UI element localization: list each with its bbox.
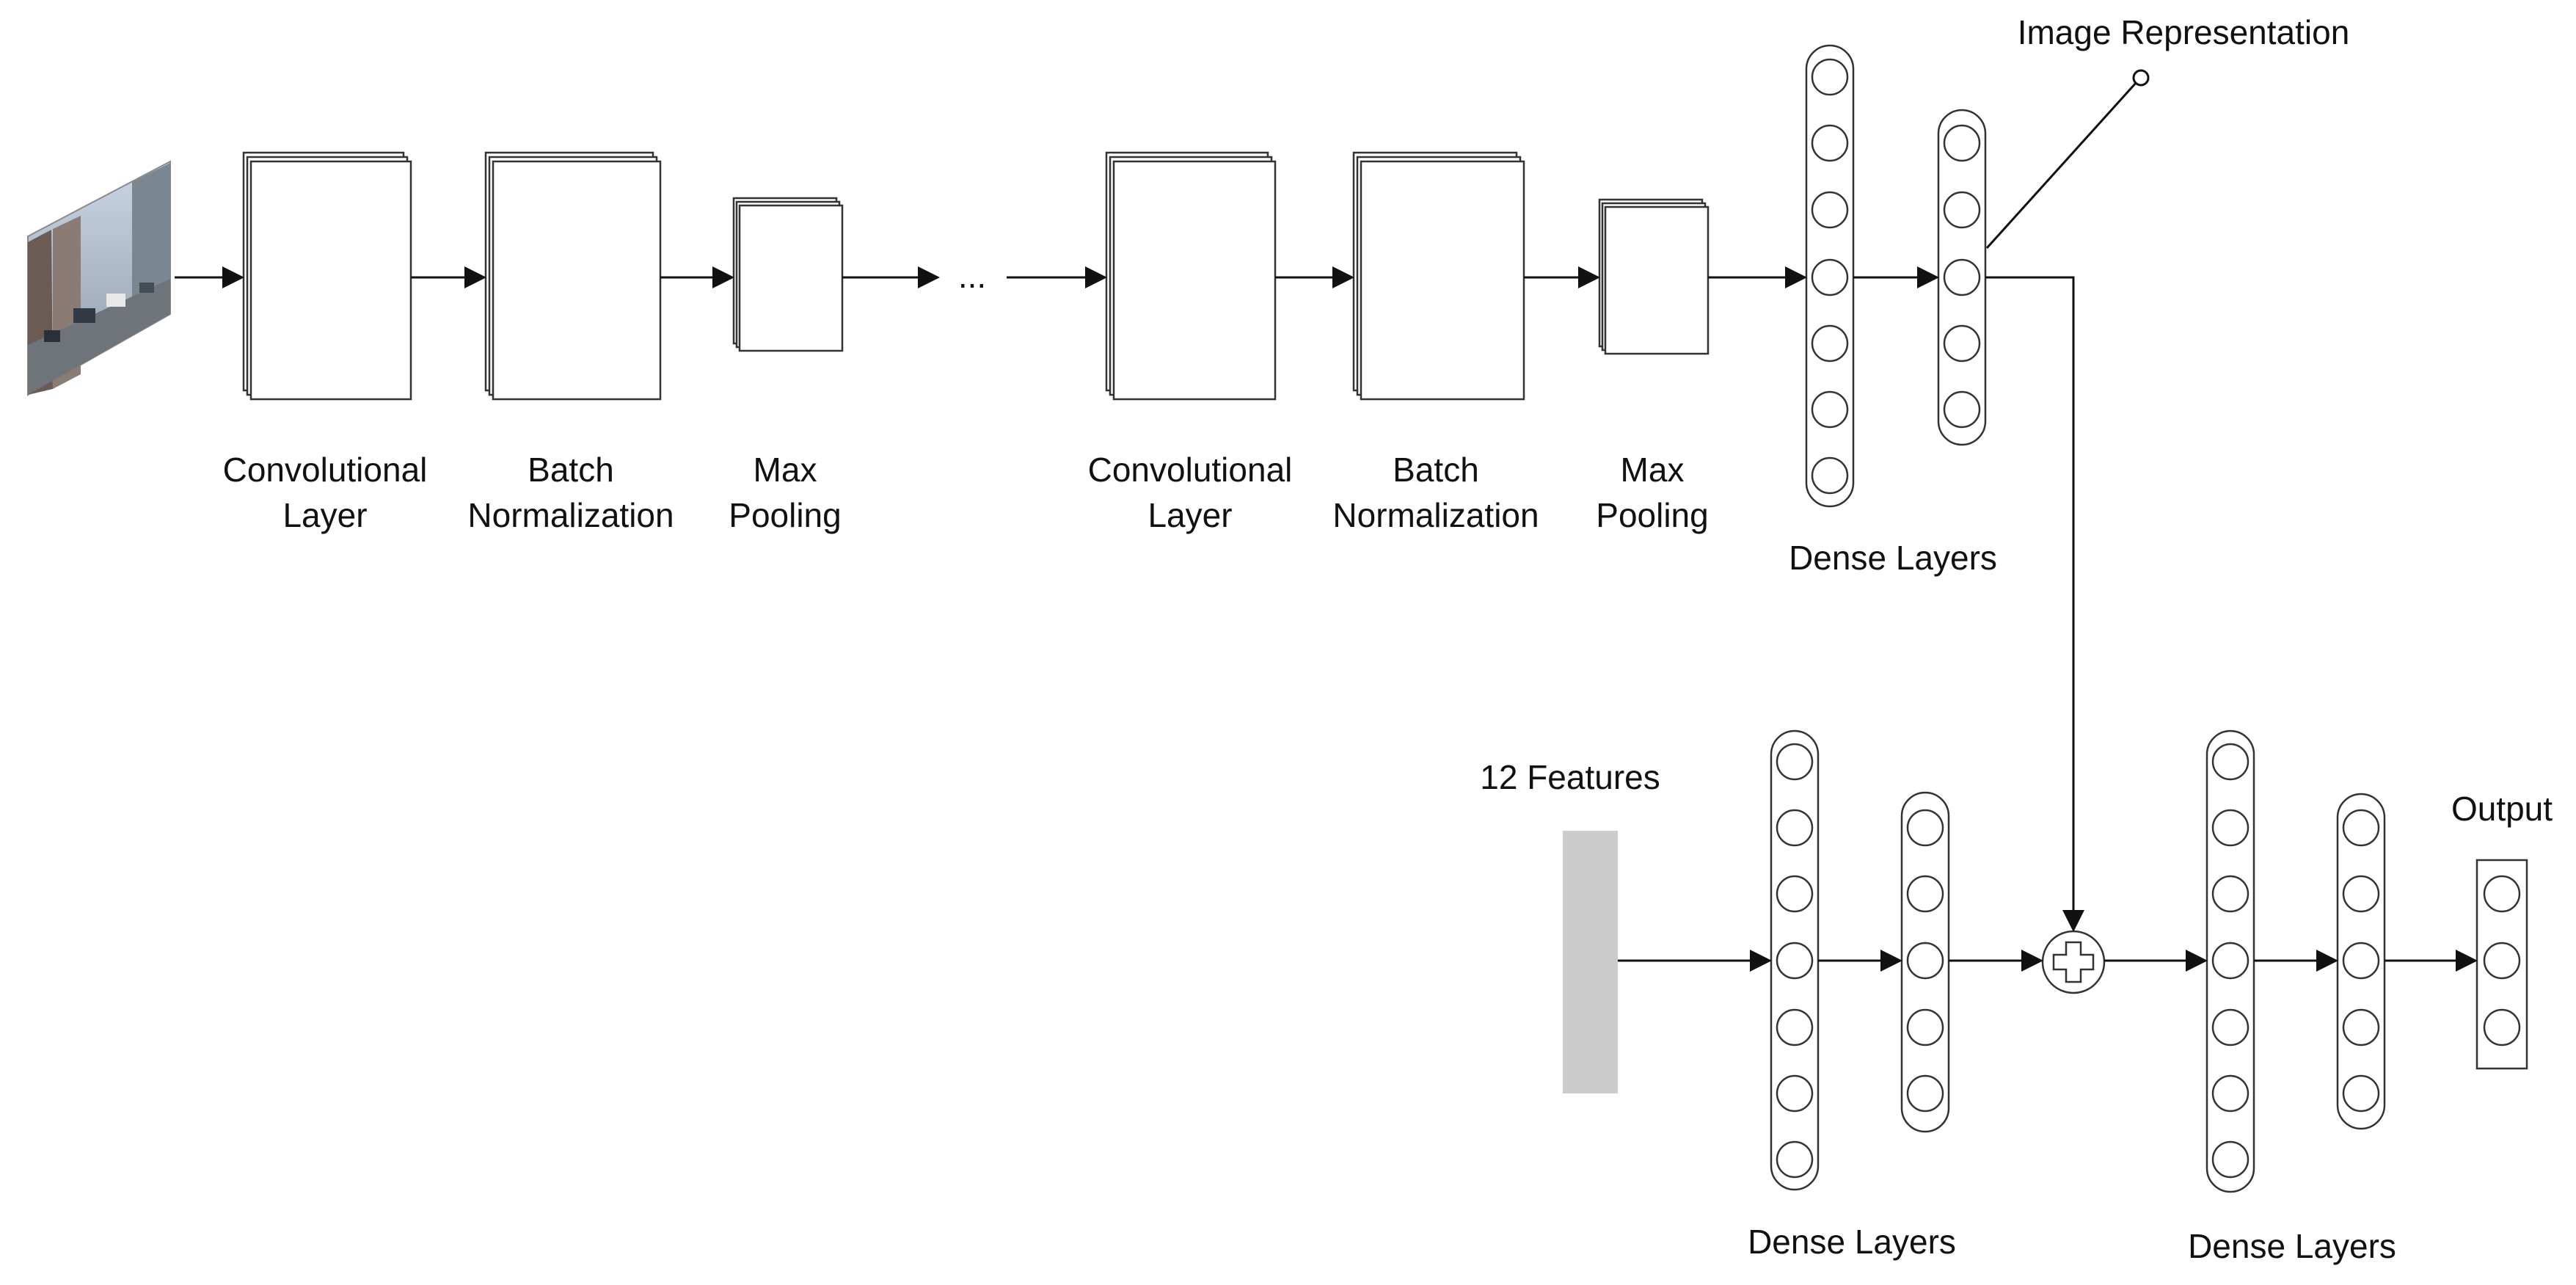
image-representation-pointer: [1985, 81, 2138, 250]
features-label: 12 Features: [1480, 758, 1660, 796]
dense-layer-bottom-1: [1770, 729, 1820, 1191]
max-pool-block-1: [732, 197, 844, 352]
conv-layer-block-2: [1105, 151, 1277, 401]
conv1-label-line1: Convolutional: [223, 451, 428, 489]
batch-norm-block-1: [484, 151, 662, 401]
batch-norm-block-2: [1352, 151, 1525, 401]
twelve-features-bar: [1563, 831, 1618, 1093]
dense-layer-top-1: [1805, 44, 1855, 508]
bn2-label-line1: Batch: [1393, 451, 1479, 489]
pool1-label-line2: Pooling: [729, 496, 841, 534]
conv1-label-line2: Layer: [282, 496, 367, 534]
max-pool-block-2: [1598, 198, 1710, 355]
image-representation-marker: [2132, 69, 2150, 87]
bn1-label-line1: Batch: [528, 451, 614, 489]
dense-layer-top-2: [1937, 109, 1987, 446]
dense-layer-bottom-3: [2205, 729, 2255, 1193]
pool2-label-line1: Max: [1621, 451, 1685, 489]
dense-bottom-left-label: Dense Layers: [1748, 1223, 1956, 1261]
image-representation-label: Image Representation: [2018, 13, 2350, 51]
bn2-label-line2: Normalization: [1332, 496, 1539, 534]
pool1-label-line1: Max: [754, 451, 817, 489]
pool2-label-line2: Pooling: [1596, 496, 1708, 534]
dense-layer-bottom-2: [1900, 791, 1950, 1133]
dense-layer-bottom-4: [2336, 793, 2386, 1130]
bn1-label-line2: Normalization: [467, 496, 674, 534]
dense-bottom-right-label: Dense Layers: [2188, 1227, 2396, 1265]
input-street-image: [27, 160, 171, 396]
output-label: Output: [2451, 790, 2553, 828]
conv2-label-line1: Convolutional: [1088, 451, 1293, 489]
output-layer: [2475, 859, 2528, 1070]
conv-layer-block-1: [242, 151, 412, 401]
conv2-label-line2: Layer: [1147, 496, 1232, 534]
arrow-image-representation-to-plus: [1985, 276, 2084, 932]
dense-top-label: Dense Layers: [1789, 539, 1997, 577]
concatenate-plus-node: [2041, 930, 2106, 994]
ellipsis-label: ...: [958, 257, 986, 295]
